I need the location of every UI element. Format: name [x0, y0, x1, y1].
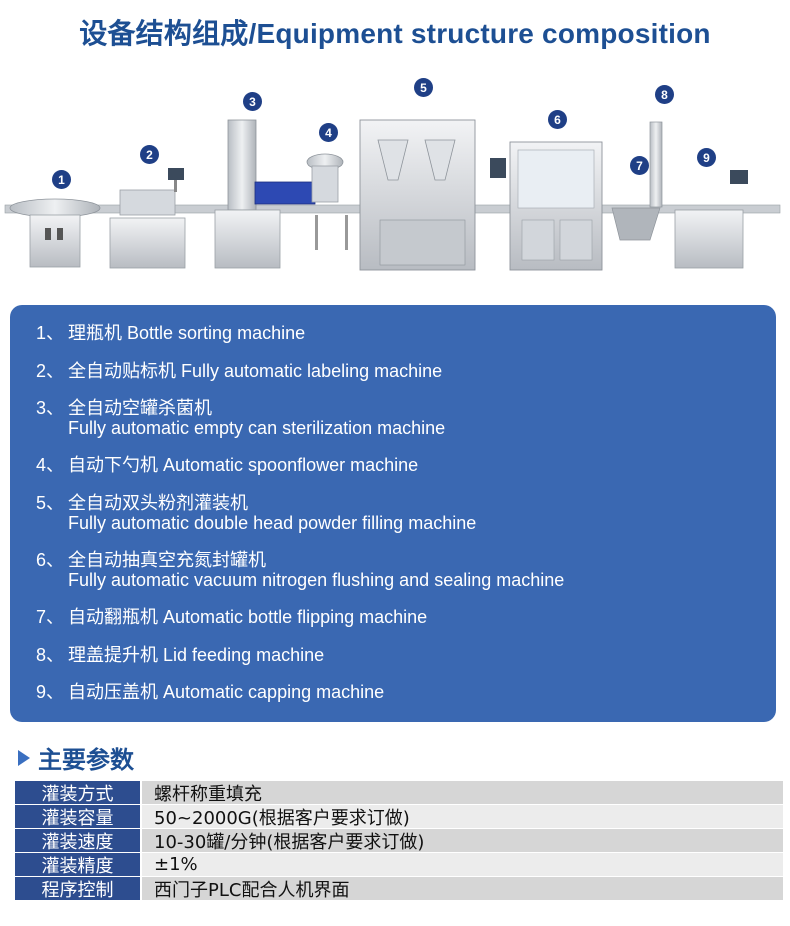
table-row: 程序控制 西门子PLC配合人机界面 [15, 877, 783, 901]
param-key: 灌装精度 [15, 853, 140, 877]
machine-line-illustration: 1 2 3 4 5 6 7 8 9 [0, 70, 790, 280]
list-item: 5、全自动双头粉剂灌装机 Fully automatic double head… [36, 493, 477, 533]
list-item: 6、全自动抽真空充氮封罐机 Fully automatic vacuum nit… [36, 550, 565, 590]
machine-badge: 8 [655, 85, 674, 104]
param-key: 灌装速度 [15, 829, 140, 853]
table-row: 灌装速度 10-30罐/分钟(根据客户要求订做) [15, 829, 783, 853]
params-title: 主要参数 [38, 746, 134, 774]
params-table: 灌装方式 螺杆称重填充 灌装容量 50~2000G(根据客户要求订做) 灌装速度… [15, 781, 783, 901]
machine-badge: 3 [243, 92, 262, 111]
param-key: 程序控制 [15, 877, 140, 901]
machine-badge: 7 [630, 156, 649, 175]
table-row: 灌装精度 ±1% [15, 853, 783, 877]
table-row: 灌装容量 50~2000G(根据客户要求订做) [15, 805, 783, 829]
list-item: 7、自动翻瓶机 Automatic bottle flipping machin… [36, 607, 428, 627]
machine-badge: 6 [548, 110, 567, 129]
machine-line-drawing [4, 119, 781, 271]
list-item: 3、全自动空罐杀菌机 Fully automatic empty can ste… [36, 398, 446, 438]
params-heading: 主要参数 [18, 740, 134, 775]
param-value: 西门子PLC配合人机界面 [142, 877, 783, 901]
machine-badge: 9 [697, 148, 716, 167]
list-item: 8、理盖提升机 Lid feeding machine [36, 645, 325, 665]
page-title: 设备结构组成/Equipment structure composition [79, 18, 711, 49]
list-item: 1、理瓶机 Bottle sorting machine [36, 323, 306, 343]
arrow-icon [18, 749, 30, 766]
machine-badge: 4 [319, 123, 338, 142]
param-value: 螺杆称重填充 [142, 781, 783, 805]
param-value: 10-30罐/分钟(根据客户要求订做) [142, 829, 783, 853]
machine-badge: 2 [140, 145, 159, 164]
machine-badge: 1 [52, 170, 71, 189]
list-item: 9、自动压盖机 Automatic capping machine [36, 682, 385, 702]
list-item: 4、自动下勺机 Automatic spoonflower machine [36, 455, 419, 475]
param-key: 灌装容量 [15, 805, 140, 829]
param-value: ±1% [142, 853, 783, 876]
machine-badge: 5 [414, 78, 433, 97]
param-key: 灌装方式 [15, 781, 140, 805]
equipment-list-panel: 1、理瓶机 Bottle sorting machine 2、全自动贴标机 Fu… [10, 305, 776, 722]
table-row: 灌装方式 螺杆称重填充 [15, 781, 783, 805]
list-item: 2、全自动贴标机 Fully automatic labeling machin… [36, 361, 443, 381]
param-value: 50~2000G(根据客户要求订做) [142, 805, 783, 829]
